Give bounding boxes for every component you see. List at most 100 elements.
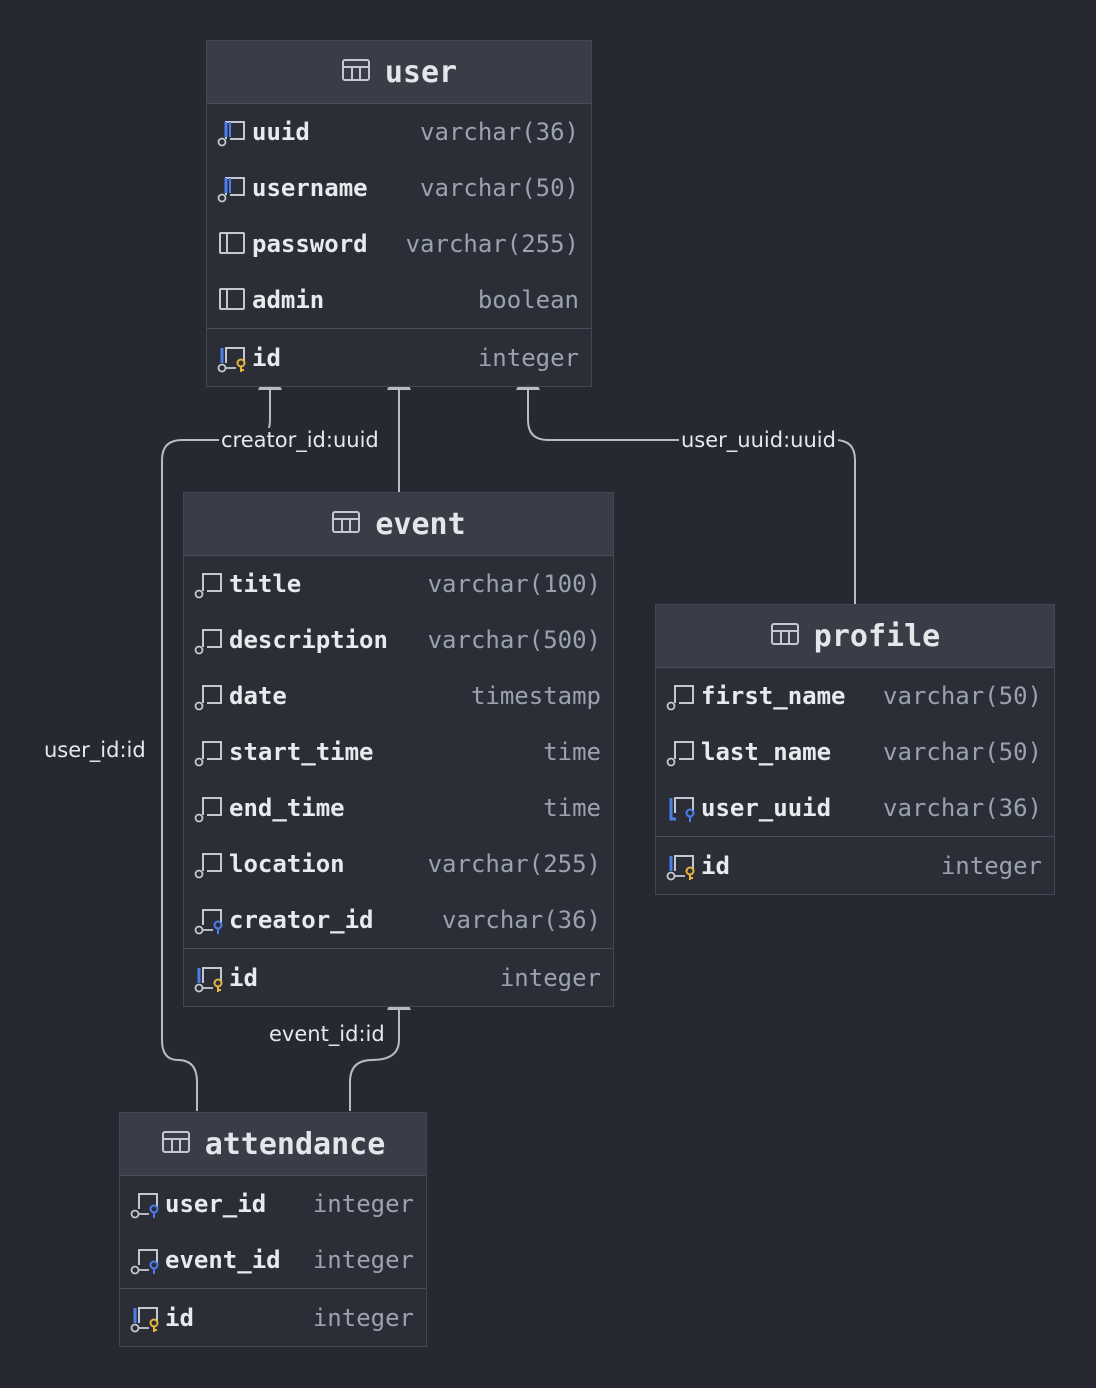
primary-key-icon [216,343,252,373]
foreign-key-icon [193,905,229,935]
column-icon [216,285,252,315]
not-null-column-icon [665,681,701,711]
table-icon [341,57,371,87]
column-name: end_time [229,794,345,822]
column-row[interactable]: uuid varchar(36) [207,104,591,160]
relation-label-user-uuid: user_uuid:uuid [679,428,838,452]
table-header[interactable]: profile [656,605,1054,668]
column-name: user_id [165,1190,267,1218]
column-type: varchar(36) [420,118,579,146]
column-row[interactable]: last_name varchar(50) [656,724,1054,780]
table-user[interactable]: user uuid varchar(36) username varchar(50) pa… [206,40,592,387]
column-name: username [252,174,368,202]
column-type: varchar(100) [427,570,601,598]
table-header[interactable]: event [184,493,613,556]
primary-key-icon [193,963,229,993]
column-name: id [252,343,281,372]
relation-label-event-id: event_id:id [267,1022,387,1046]
table-icon [161,1129,191,1159]
column-type: integer [312,1303,414,1332]
column-row[interactable]: end_time time [184,780,613,836]
column-name: password [252,230,368,258]
unique-foreign-key-icon [665,793,701,823]
column-type: varchar(255) [427,850,601,878]
column-type: varchar(50) [883,738,1042,766]
table-icon [770,621,800,651]
column-row[interactable]: user_id integer [120,1176,426,1232]
column-type: integer [477,343,579,372]
table-icon [331,509,361,539]
not-null-column-icon [193,737,229,767]
not-null-column-icon [193,849,229,879]
column-name: last_name [701,738,832,766]
column-name: event_id [165,1246,281,1274]
column-row[interactable]: date timestamp [184,668,613,724]
column-name: description [229,626,388,654]
column-row[interactable]: password varchar(255) [207,216,591,272]
column-type: boolean [477,286,579,314]
not-null-column-icon [193,625,229,655]
column-type: varchar(255) [405,230,579,258]
column-row[interactable]: location varchar(255) [184,836,613,892]
primary-key-icon [129,1303,165,1333]
column-icon [216,229,252,259]
column-name: id [165,1303,194,1332]
column-row[interactable]: description varchar(500) [184,612,613,668]
column-type: time [543,794,601,822]
relation-label-creator: creator_id:uuid [219,428,381,452]
column-row[interactable]: user_uuid varchar(36) [656,780,1054,836]
unique-column-icon [216,173,252,203]
column-row[interactable]: username varchar(50) [207,160,591,216]
table-header[interactable]: attendance [120,1113,426,1176]
relation-label-user-id: user_id:id [42,738,148,762]
column-name: id [701,851,730,880]
not-null-column-icon [193,793,229,823]
table-name: user [384,54,458,90]
column-type: varchar(36) [442,906,601,934]
not-null-column-icon [193,569,229,599]
unique-column-icon [216,117,252,147]
table-name: profile [813,618,941,654]
not-null-column-icon [665,737,701,767]
table-name: event [375,506,466,542]
column-row[interactable]: first_name varchar(50) [656,668,1054,724]
column-name: user_uuid [701,794,832,822]
column-name: first_name [701,682,846,710]
column-name: creator_id [229,906,374,934]
table-header[interactable]: user [207,41,591,104]
primary-key-row[interactable]: id integer [184,948,613,1006]
column-name: title [229,570,302,598]
column-name: uuid [252,118,310,146]
table-event[interactable]: event title varchar(100) description varchar… [183,492,614,1007]
not-null-column-icon [193,681,229,711]
column-type: integer [312,1190,414,1218]
table-name: attendance [204,1126,386,1162]
column-name: admin [252,286,325,314]
foreign-key-icon [129,1189,165,1219]
column-type: varchar(500) [427,626,601,654]
column-type: integer [499,963,601,992]
primary-key-icon [665,851,701,881]
primary-key-row[interactable]: id integer [656,836,1054,894]
column-row[interactable]: admin boolean [207,272,591,328]
column-type: varchar(50) [883,682,1042,710]
foreign-key-icon [129,1245,165,1275]
column-row[interactable]: creator_id varchar(36) [184,892,613,948]
column-type: varchar(36) [883,794,1042,822]
primary-key-row[interactable]: id integer [120,1288,426,1346]
column-name: location [229,850,345,878]
column-name: date [229,682,287,710]
edge-attendance-event [349,986,411,1111]
primary-key-row[interactable]: id integer [207,328,591,386]
column-row[interactable]: title varchar(100) [184,556,613,612]
column-name: id [229,963,258,992]
column-type: varchar(50) [420,174,579,202]
column-type: integer [940,851,1042,880]
column-type: timestamp [470,682,601,710]
column-row[interactable]: event_id integer [120,1232,426,1288]
column-type: time [543,738,601,766]
column-type: integer [312,1246,414,1274]
